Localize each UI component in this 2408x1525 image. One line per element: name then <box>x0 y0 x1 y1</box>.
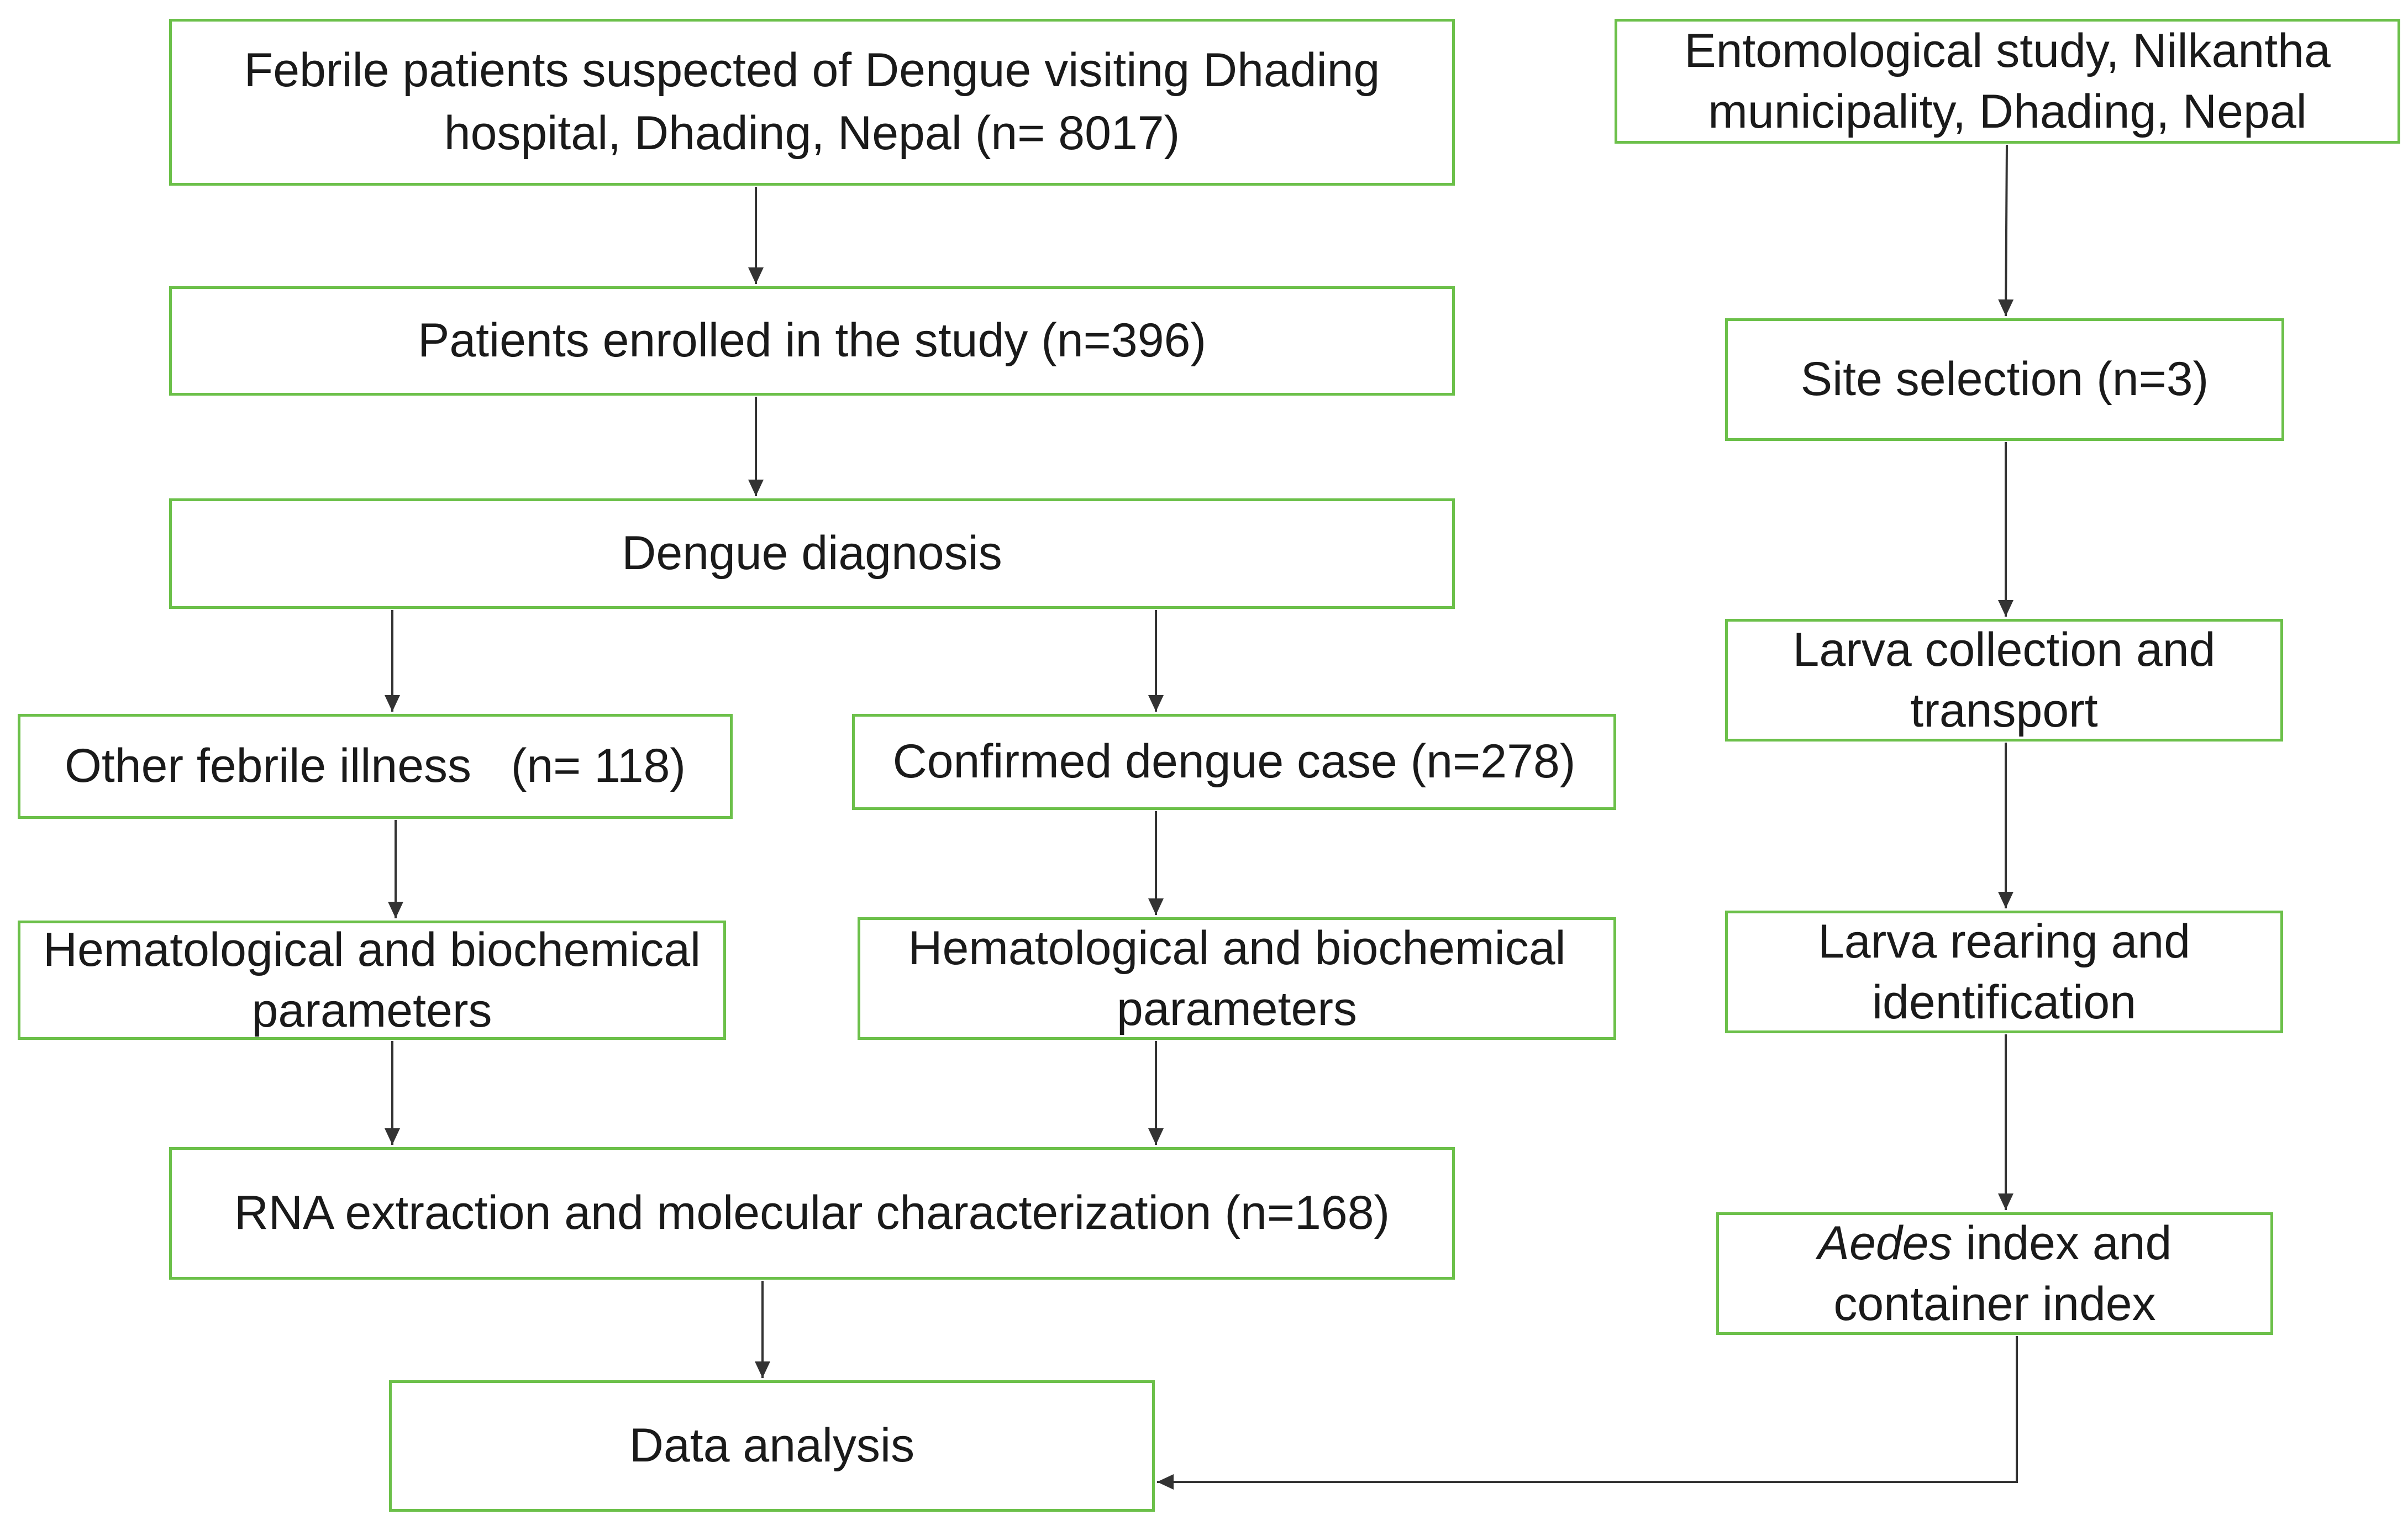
arrow-hema-left-to-rna <box>385 1041 400 1145</box>
arrow-febrile-to-enrolled <box>748 187 764 284</box>
arrow-febrile-to-enrolled-head <box>748 267 764 284</box>
arrow-aedes-to-data-analysis <box>1157 1336 2018 1490</box>
arrow-rna-to-data-analysis <box>755 1281 770 1378</box>
entomological-study-box: Entomological study, Nilkantha municipal… <box>1615 19 2400 144</box>
rna-extraction-box: RNA extraction and molecular characteriz… <box>169 1147 1455 1280</box>
arrow-hema-right-to-rna-head <box>1148 1128 1164 1145</box>
arrow-collection-to-rearing-head <box>1998 892 2013 908</box>
larva-rearing-box: Larva rearing and identification <box>1725 911 2283 1033</box>
arrow-aedes-to-data-analysis-head <box>1157 1474 1174 1490</box>
arrow-diagnosis-to-other-febrile-head <box>385 695 400 712</box>
arrow-diagnosis-to-confirmed <box>1148 610 1164 712</box>
hematological-left-label: Hematological and biochemical parameters <box>43 923 701 1037</box>
data-analysis-box: Data analysis <box>389 1380 1155 1512</box>
patients-enrolled-label: Patients enrolled in the study (n=396) <box>417 314 1207 367</box>
arrow-hema-left-to-rna-head <box>385 1128 400 1145</box>
dengue-diagnosis-label: Dengue diagnosis <box>622 527 1002 580</box>
arrow-rearing-to-aedes-head <box>1998 1193 2013 1210</box>
febrile-patients-box: Febrile patients suspected of Dengue vis… <box>169 19 1455 186</box>
arrow-other-febrile-to-hema-left-head <box>388 902 403 918</box>
data-analysis-label: Data analysis <box>629 1419 915 1473</box>
rna-extraction-label: RNA extraction and molecular characteriz… <box>234 1186 1390 1240</box>
site-selection-box: Site selection (n=3) <box>1725 318 2284 441</box>
site-selection-label: Site selection (n=3) <box>1800 353 2209 406</box>
confirmed-dengue-label: Confirmed dengue case (n=278) <box>892 735 1576 788</box>
arrow-confirmed-to-hema-right-head <box>1148 898 1164 915</box>
larva-collection-box: Larva collection and transport <box>1725 619 2283 742</box>
arrow-collection-to-rearing <box>1998 743 2013 908</box>
arrow-diagnosis-to-confirmed-head <box>1148 695 1164 712</box>
arrow-entomological-to-site <box>1998 144 2014 317</box>
other-febrile-label: Other febrile illness (n= 118) <box>64 739 686 793</box>
entomological-study-label: Entomological study, Nilkantha municipal… <box>1684 24 2331 138</box>
arrow-entomological-to-site-head <box>1998 299 2014 316</box>
arrow-enrolled-to-diagnosis-head <box>748 480 764 496</box>
arrow-diagnosis-to-other-febrile <box>385 610 400 712</box>
arrow-rearing-to-aedes <box>1998 1034 2013 1210</box>
arrow-other-febrile-to-hema-left <box>388 820 403 918</box>
larva-rearing-label: Larva rearing and identification <box>1817 914 2191 1029</box>
arrow-site-to-larva-collection-head <box>1998 600 2013 617</box>
aedes-index-rest-text: index and container index <box>1833 1216 2172 1331</box>
arrow-hema-right-to-rna <box>1148 1041 1164 1145</box>
hematological-right-box: Hematological and biochemical parameters <box>858 917 1616 1040</box>
aedes-genus-text: Aedes <box>1817 1216 1953 1270</box>
dengue-diagnosis-box: Dengue diagnosis <box>169 498 1455 609</box>
other-febrile-box: Other febrile illness (n= 118) <box>18 714 733 819</box>
febrile-patients-label: Febrile patients suspected of Dengue vis… <box>244 44 1380 160</box>
arrow-site-to-larva-collection <box>1998 442 2013 617</box>
hematological-right-label: Hematological and biochemical parameters <box>908 921 1566 1035</box>
patients-enrolled-box: Patients enrolled in the study (n=396) <box>169 286 1455 396</box>
confirmed-dengue-box: Confirmed dengue case (n=278) <box>852 714 1616 810</box>
arrow-confirmed-to-hema-right <box>1148 811 1164 915</box>
hematological-left-box: Hematological and biochemical parameters <box>18 921 726 1040</box>
aedes-index-box: Aedes index and container index <box>1716 1212 2273 1335</box>
aedes-index-label: Aedes index and container index <box>1801 1213 2188 1334</box>
arrow-enrolled-to-diagnosis <box>748 397 764 496</box>
arrow-rna-to-data-analysis-head <box>755 1361 770 1378</box>
larva-collection-label: Larva collection and transport <box>1792 623 2216 737</box>
